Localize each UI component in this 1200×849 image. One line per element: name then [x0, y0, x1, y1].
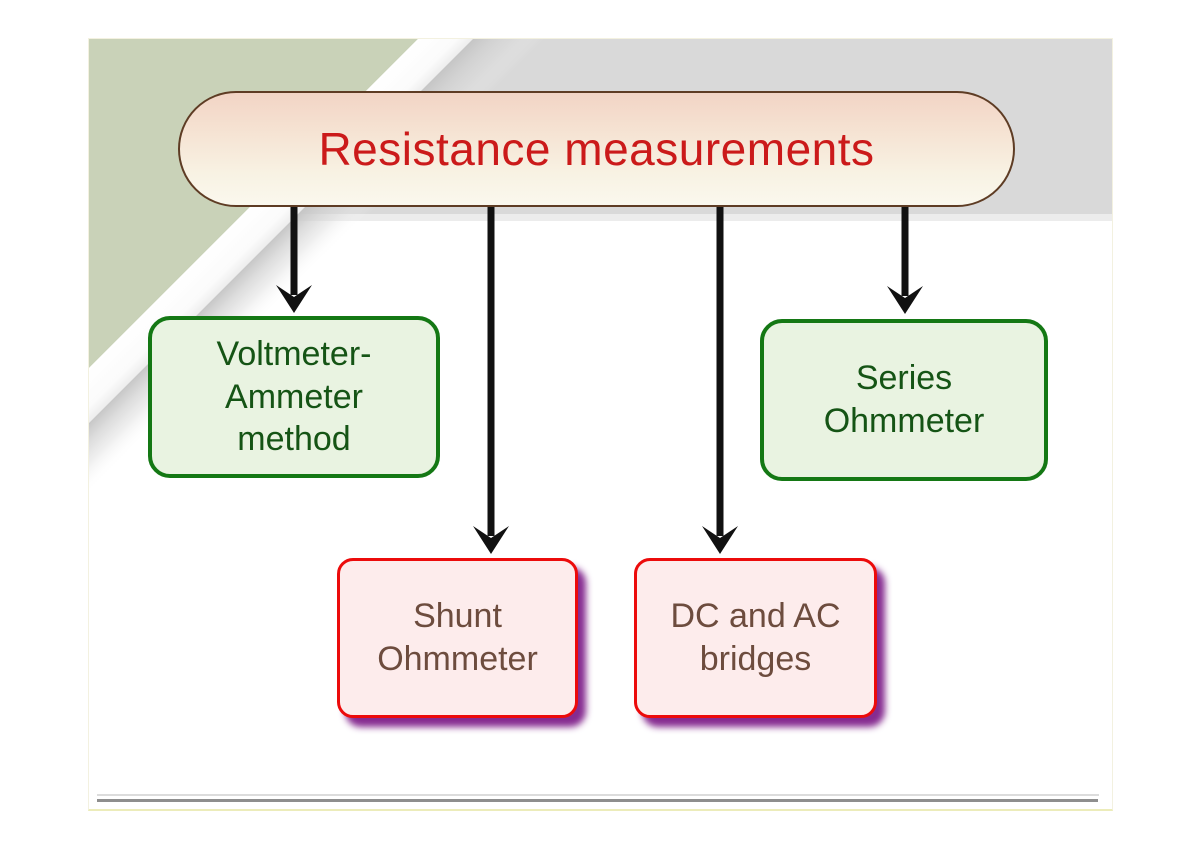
- node-shunt-ohmmeter-label: Shunt Ohmmeter: [377, 597, 538, 678]
- node-dc-and-ac-bridges-label: DC and AC bridges: [670, 597, 841, 678]
- node-series-ohmmeter: Series Ohmmeter: [760, 319, 1048, 481]
- slide: Resistance measurements Voltmeter- Ammet…: [88, 38, 1113, 811]
- arrow-to-shunt-ohmmeter: [473, 207, 509, 554]
- node-shunt-ohmmeter: Shunt Ohmmeter: [337, 558, 578, 718]
- node-series-ohmmeter-label: Series Ohmmeter: [823, 359, 985, 440]
- node-voltmeter-ammeter-method: Voltmeter- Ammeter method: [148, 316, 440, 478]
- gray-band-bottom-strip: [291, 214, 1112, 221]
- arrow-to-series-ohmmeter: [887, 207, 923, 314]
- node-dc-and-ac-bridges: DC and AC bridges: [634, 558, 877, 718]
- node-voltmeter-ammeter-method-label: Voltmeter- Ammeter method: [216, 334, 372, 459]
- arrow-to-dc-ac-bridges: [702, 207, 738, 554]
- arrow-to-voltmeter-ammeter: [276, 207, 312, 313]
- footer-rule-light: [97, 794, 1099, 796]
- node-resistance-measurements-label: Resistance measurements: [318, 123, 875, 175]
- footer-rule-dark: [97, 799, 1098, 802]
- node-resistance-measurements: Resistance measurements: [178, 91, 1015, 207]
